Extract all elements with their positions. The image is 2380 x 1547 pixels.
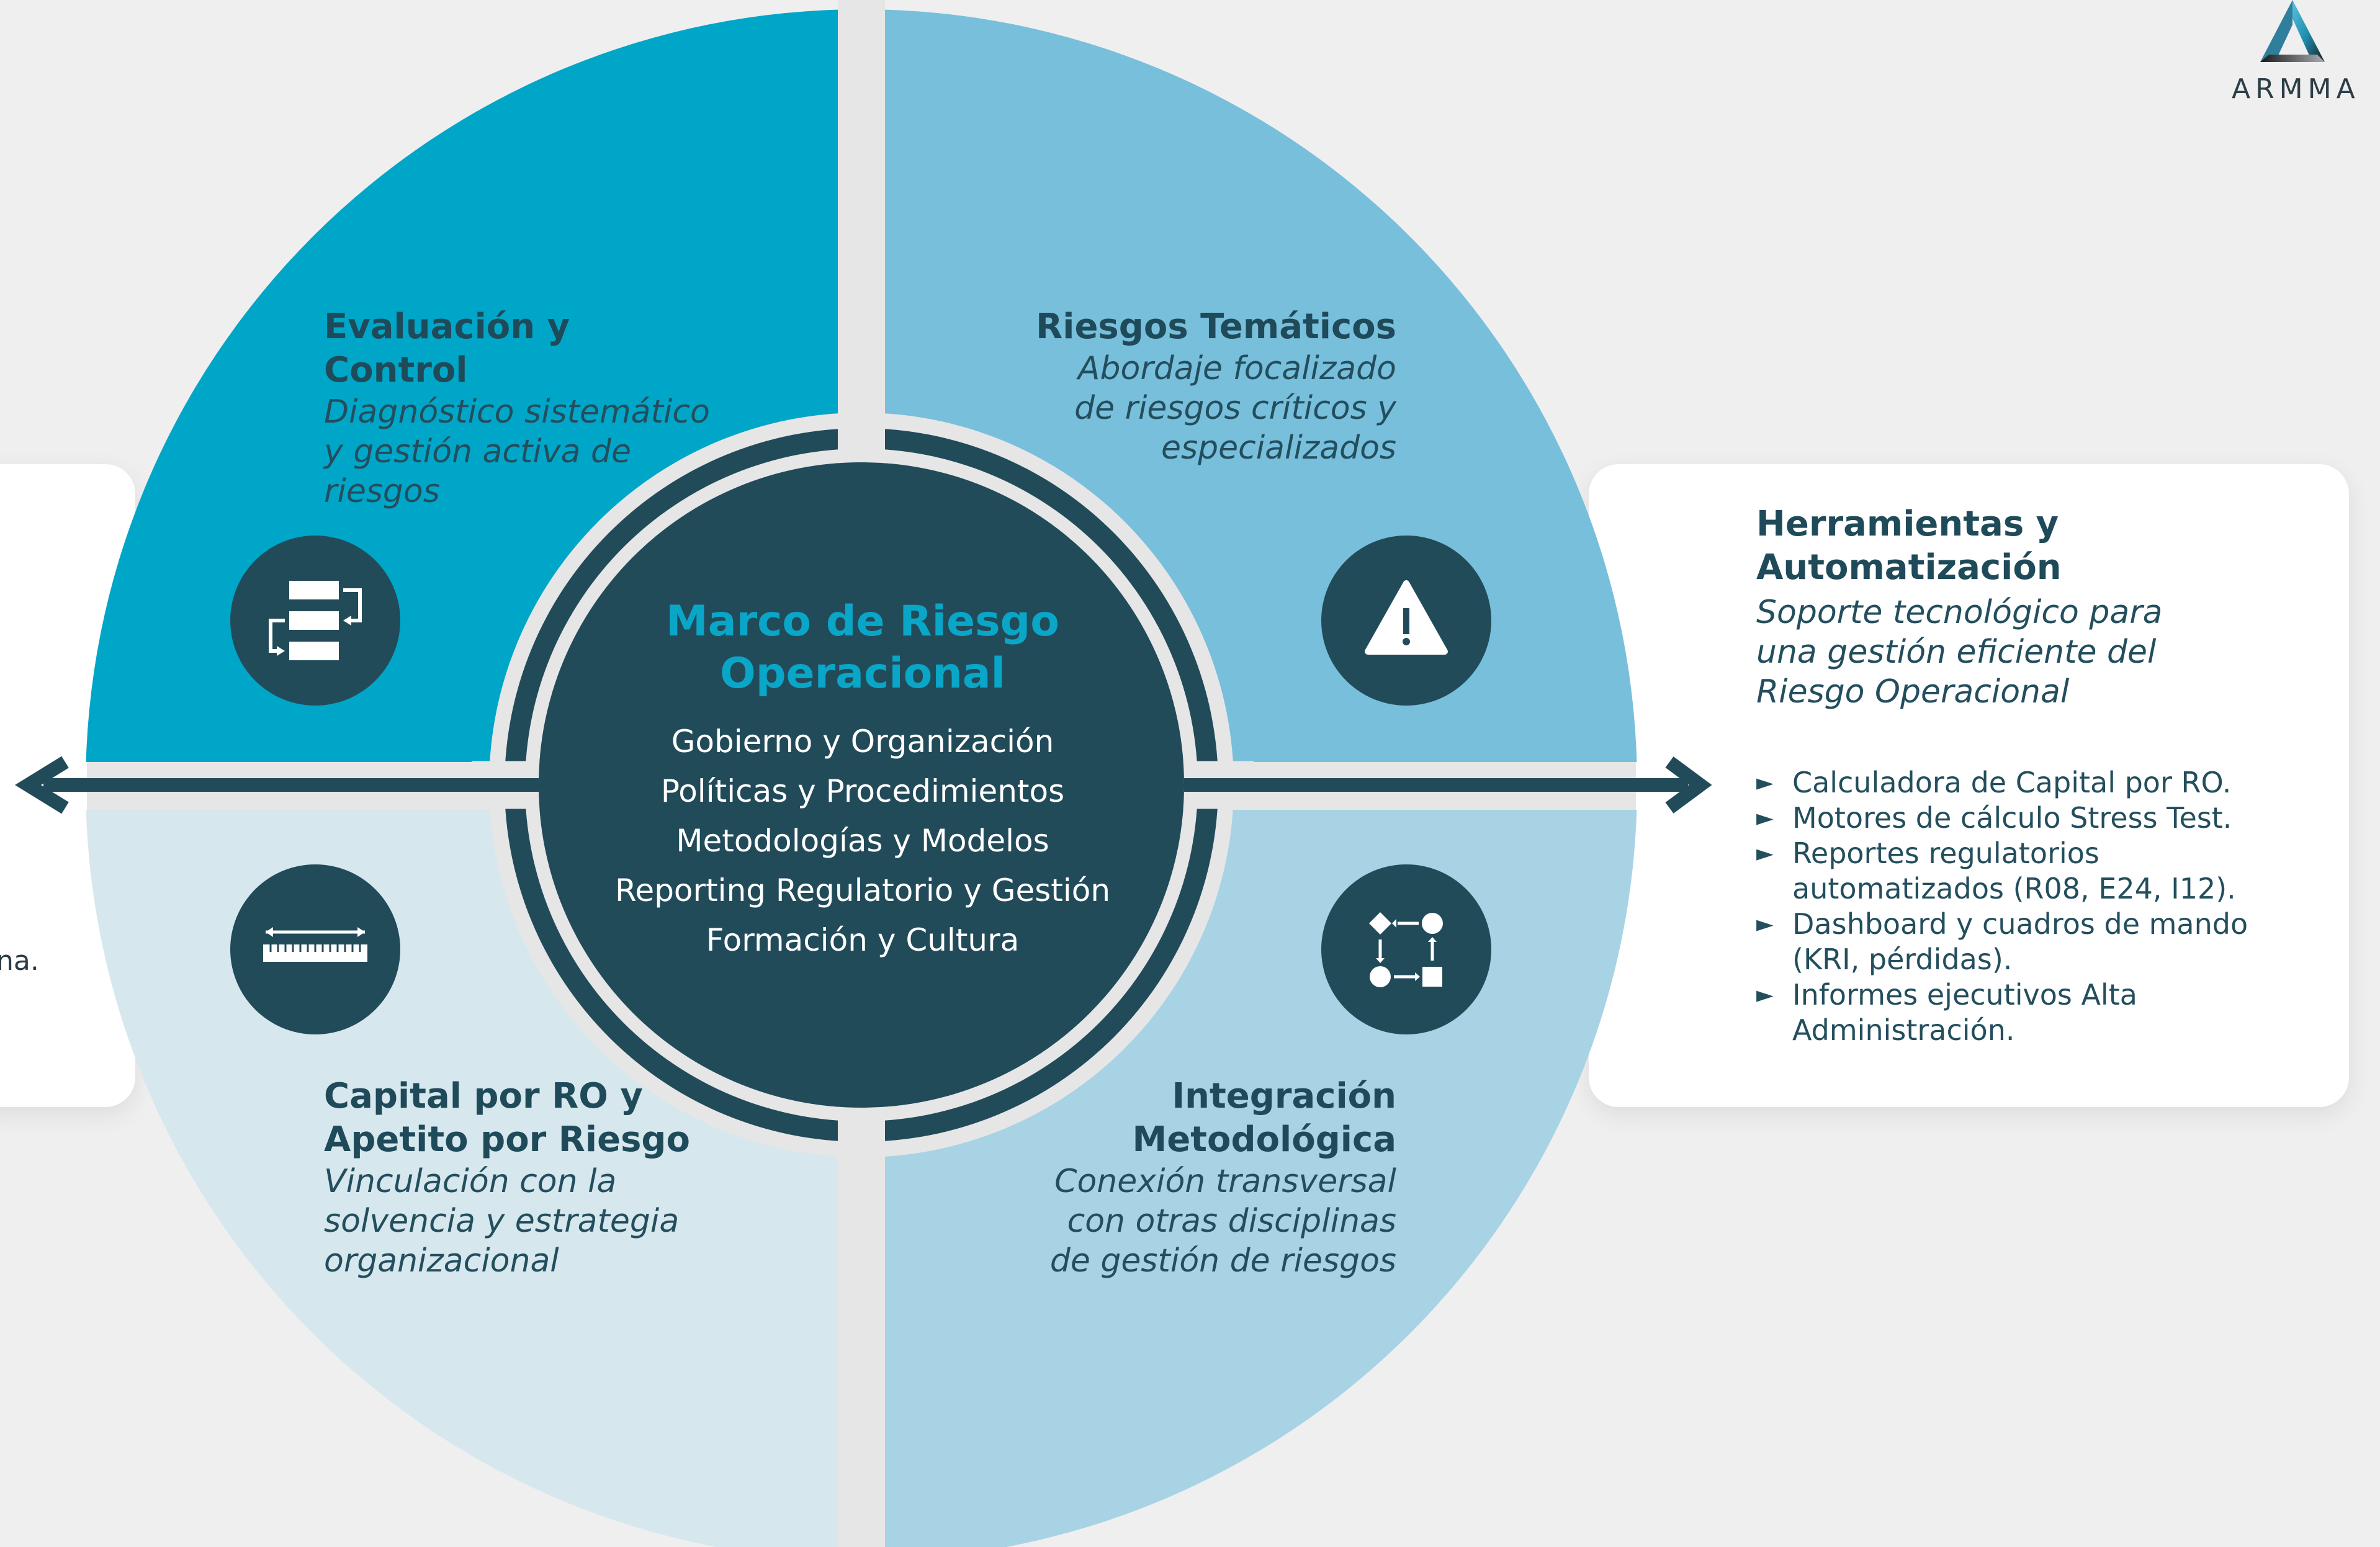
ruler-icon <box>230 864 400 1034</box>
right-panel-title: Herramientas y Automatización <box>1756 503 2253 590</box>
segment-subtitle-line: con otras disciplinas <box>1067 1203 1396 1240</box>
triangle-bullet-icon: ► <box>1756 912 1774 937</box>
tools-list: ► Calculadora de Capital por RO. ► Motor… <box>1756 765 2315 1048</box>
segment-bottom-left-text: Capital por RO y Apetito por Riesgo Vinc… <box>324 1075 721 1281</box>
segment-bottom-right-text: Integración Metodológica Conexión transv… <box>999 1075 1396 1281</box>
warning-icon <box>1321 536 1491 706</box>
right-panel-subtitle-line: Soporte tecnológico para <box>1756 594 2163 631</box>
brand-name: ARMMA <box>2232 73 2360 105</box>
triangle-bullet-icon: ► <box>1756 982 1774 1008</box>
shapes-flow-icon <box>1321 864 1491 1034</box>
center-list-item: Políticas y Procedimientos <box>660 773 1065 809</box>
right-panel-title-line: Herramientas y <box>1756 504 2059 544</box>
segment-subtitle-line: solvencia y estrategia <box>324 1203 680 1240</box>
process-flow-icon <box>230 536 400 706</box>
segment-title: Riesgos Temáticos <box>1036 307 1396 347</box>
center-list: Gobierno y Organización Políticas y Proc… <box>577 717 1148 965</box>
tools-list-item-line: Calculadora de Capital por RO. <box>1792 766 2232 799</box>
segment-subtitle-line: Abordaje focalizado <box>1077 350 1396 387</box>
tools-list-item-line: (KRI, pérdidas). <box>1792 943 2013 976</box>
center-list-item: Gobierno y Organización <box>671 724 1054 760</box>
center-list-item: Formación y Cultura <box>706 922 1020 958</box>
tools-list-item: ► Motores de cálculo Stress Test. <box>1756 800 2315 836</box>
segment-top-left-text: Evaluación y Control Diagnóstico sistemá… <box>324 305 721 511</box>
right-arrowhead <box>1665 756 1712 814</box>
segment-subtitle-line: y gestión activa de <box>324 433 631 470</box>
right-info-panel <box>1589 464 2349 1107</box>
segment-title-line: Metodológica <box>1132 1119 1396 1160</box>
tools-list-item: ► Informes ejecutivos Alta Administració… <box>1756 977 2315 1048</box>
tools-list-item-line: Motores de cálculo Stress Test. <box>1792 801 2232 835</box>
segment-title: Evaluación y Control <box>324 307 570 390</box>
tools-list-item: ► Dashboard y cuadros de mando (KRI, pér… <box>1756 907 2315 977</box>
triangle-bullet-icon: ► <box>1756 770 1774 796</box>
right-panel-subtitle-line: Riesgo Operacional <box>1756 673 2070 711</box>
tools-list-item-line: Dashboard y cuadros de mando <box>1792 907 2248 941</box>
tools-list-item-line: automatizados (R08, E24, I12). <box>1792 872 2236 905</box>
center-core-top <box>539 462 1184 1108</box>
left-panel-text-fragment: na. <box>0 945 39 977</box>
center-list-item: Reporting Regulatorio y Gestión <box>614 872 1111 908</box>
tools-list-item: ► Calculadora de Capital por RO. <box>1756 765 2315 800</box>
segment-top-right-text: Riesgos Temáticos Abordaje focalizado de… <box>999 305 1396 468</box>
triangle-bullet-icon: ► <box>1756 805 1774 831</box>
segment-title-line: Capital por RO y <box>324 1076 643 1116</box>
segment-subtitle-line: Vinculación con la <box>324 1163 617 1200</box>
left-arrowhead <box>15 756 69 814</box>
right-panel-subtitle-line: una gestión eficiente del <box>1756 634 2157 671</box>
armma-logo-icon <box>2260 0 2325 62</box>
segment-subtitle-line: de gestión de riesgos <box>1049 1242 1396 1280</box>
segment-subtitle-line: especializados <box>1161 429 1396 467</box>
center-list-item: Metodologías y Modelos <box>676 823 1049 859</box>
tools-list-item-line: Informes ejecutivos Alta <box>1792 978 2137 1011</box>
segment-subtitle-line: Conexión transversal <box>1054 1163 1396 1200</box>
tools-list-item: ► Reportes regulatorios automatizados (R… <box>1756 836 2315 907</box>
triangle-bullet-icon: ► <box>1756 841 1774 866</box>
segment-title-line: Apetito por Riesgo <box>324 1119 690 1160</box>
segment-subtitle-line: de riesgos críticos y <box>1074 390 1396 427</box>
tools-list-item-line: Reportes regulatorios <box>1792 836 2099 870</box>
center-title-line: Marco de Riesgo <box>666 597 1059 646</box>
segment-subtitle-line: riesgos <box>324 473 440 510</box>
segment-subtitle-line: organizacional <box>324 1242 559 1280</box>
center-title-line: Operacional <box>720 649 1005 698</box>
segment-title-line: Integración <box>1172 1076 1396 1116</box>
right-panel-title-line: Automatización <box>1756 547 2062 588</box>
segment-subtitle-line: Diagnóstico sistemático <box>324 393 710 431</box>
right-panel-subtitle: Soporte tecnológico para una gestión efi… <box>1756 593 2253 712</box>
tools-list-item-line: Administración. <box>1792 1013 2015 1047</box>
center-title: Marco de Riesgo Operacional <box>577 596 1148 700</box>
